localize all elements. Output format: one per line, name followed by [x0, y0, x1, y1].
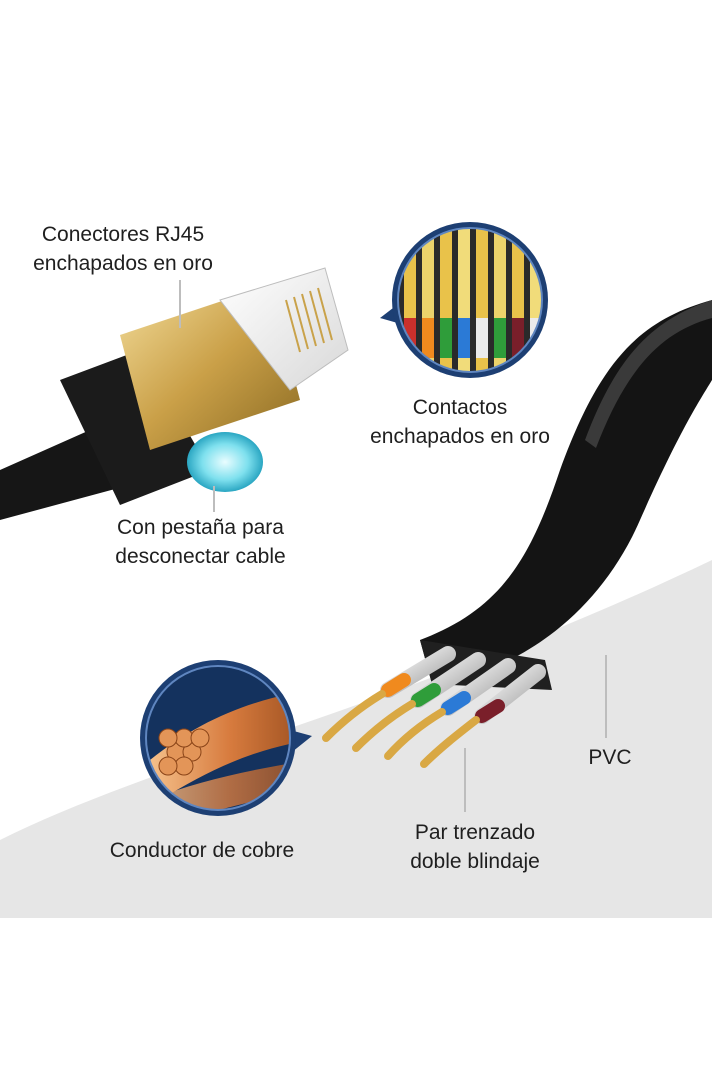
- copper-strands: [158, 728, 210, 776]
- wire-pair-orange: [322, 646, 456, 742]
- label-rj45-line1: Conectores RJ45: [41, 223, 205, 246]
- label-par-line2: doble blindaje: [410, 850, 540, 873]
- label-release-tab: Con pestaña para desconectar cable: [98, 513, 303, 571]
- label-pvc-line1: PVC: [588, 746, 632, 769]
- wire-pair-green: [352, 652, 486, 752]
- label-pestana-line1: Con pestaña para: [117, 516, 284, 539]
- label-gold-contacts: Contactos enchapados en oro: [350, 393, 570, 451]
- label-pvc: PVC: [580, 743, 640, 772]
- label-rj45-connectors: Conectores RJ45 enchapados en oro: [18, 220, 228, 278]
- label-par-line1: Par trenzado: [414, 821, 536, 844]
- label-contactos-line2: enchapados en oro: [370, 425, 550, 448]
- label-pestana-line2: desconectar cable: [115, 545, 286, 568]
- release-tab: [187, 432, 263, 492]
- label-copper-conductor: Conductor de cobre: [92, 836, 312, 865]
- rj45-plug: [0, 267, 349, 520]
- label-contactos-line1: Contactos: [412, 396, 508, 419]
- label-twisted-pair: Par trenzado doble blindaje: [395, 818, 555, 876]
- copper-conductor-badge: [140, 660, 312, 816]
- label-rj45-line2: enchapados en oro: [33, 252, 213, 275]
- wire-pair-brown: [420, 664, 546, 768]
- leader-lines: [179, 280, 607, 812]
- twisted-pairs: [322, 646, 546, 768]
- gold-contacts-badge: [380, 222, 548, 378]
- wire-pair-blue: [384, 658, 516, 760]
- floor-background: [0, 560, 712, 918]
- label-cobre-line1: Conductor de cobre: [109, 839, 295, 862]
